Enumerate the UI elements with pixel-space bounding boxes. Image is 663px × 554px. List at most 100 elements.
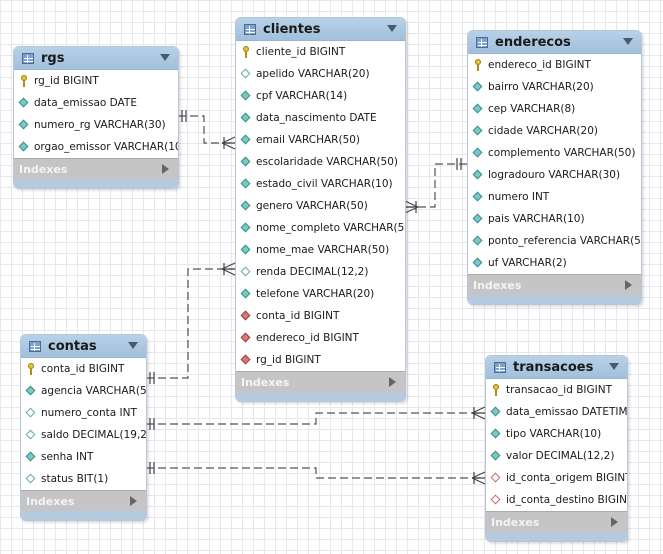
column-row[interactable]: transacao_id BIGINT <box>486 379 627 401</box>
column-row[interactable]: saldo DECIMAL(19,2) <box>21 424 146 446</box>
table-header[interactable]: enderecos <box>468 31 641 54</box>
column-row[interactable]: numero INT <box>468 186 641 208</box>
table-header[interactable]: clientes <box>236 18 405 41</box>
column-row[interactable]: genero VARCHAR(50) <box>236 195 405 217</box>
column-row[interactable]: senha INT <box>21 446 146 468</box>
column-label: ponto_referencia VARCHAR(50) <box>488 235 642 247</box>
column-filled-diamond-icon <box>472 125 484 137</box>
column-row[interactable]: numero_conta INT <box>21 402 146 424</box>
column-row[interactable]: telefone VARCHAR(20) <box>236 283 405 305</box>
column-label: id_conta_destino BIGINT <box>506 494 628 506</box>
column-row[interactable]: rg_id BIGINT <box>14 70 178 92</box>
column-row[interactable]: data_emissao DATETIME <box>486 401 627 423</box>
primary-key-icon <box>240 46 252 58</box>
table-header[interactable]: rgs <box>14 47 178 70</box>
expand-arrow-icon[interactable] <box>611 517 618 527</box>
column-row[interactable]: email VARCHAR(50) <box>236 129 405 151</box>
column-row[interactable]: id_conta_origem BIGINT <box>486 467 627 489</box>
indexes-section[interactable]: Indexes <box>14 158 178 179</box>
column-filled-diamond-icon <box>240 222 252 234</box>
column-row[interactable]: cliente_id BIGINT <box>236 41 405 63</box>
column-label: escolaridade VARCHAR(50) <box>256 156 399 168</box>
indexes-label: Indexes <box>19 162 68 176</box>
table-icon <box>476 36 488 48</box>
column-label: cep VARCHAR(8) <box>488 103 576 115</box>
expand-arrow-icon[interactable] <box>625 280 632 290</box>
column-label: numero_conta INT <box>41 407 137 419</box>
column-row[interactable]: logradouro VARCHAR(30) <box>468 164 641 186</box>
column-label: orgao_emissor VARCHAR(10) <box>34 141 179 153</box>
column-row[interactable]: status BIT(1) <box>21 468 146 490</box>
collapse-arrow-icon[interactable] <box>387 25 397 32</box>
column-row[interactable]: bairro VARCHAR(20) <box>468 76 641 98</box>
column-row[interactable]: conta_id BIGINT <box>236 305 405 327</box>
column-label: renda DECIMAL(12,2) <box>256 266 369 278</box>
column-row[interactable]: escolaridade VARCHAR(50) <box>236 151 405 173</box>
column-row[interactable]: endereco_id BIGINT <box>468 54 641 76</box>
cardinality-one-mark <box>149 462 155 474</box>
table-transacoes[interactable]: transacoes transacao_id BIGINT data_emiss… <box>485 355 628 542</box>
expand-arrow-icon[interactable] <box>162 164 169 174</box>
column-label: valor DECIMAL(12,2) <box>506 450 615 462</box>
table-contas[interactable]: contas conta_id BIGINT agencia VARCHAR(5)… <box>20 334 147 521</box>
table-name: enderecos <box>495 34 571 50</box>
relationship-contas-transacoes-origem <box>146 412 485 425</box>
cardinality-many-mark <box>471 471 486 485</box>
indexes-section[interactable]: Indexes <box>236 371 405 392</box>
expand-arrow-icon[interactable] <box>130 496 137 506</box>
column-row[interactable]: nome_mae VARCHAR(50) <box>236 239 405 261</box>
indexes-section[interactable]: Indexes <box>468 274 641 295</box>
column-row[interactable]: agencia VARCHAR(5) <box>21 380 146 402</box>
table-header[interactable]: transacoes <box>486 356 627 379</box>
cardinality-one-mark <box>149 372 155 384</box>
foreign-key-icon <box>240 310 252 322</box>
column-row[interactable]: estado_civil VARCHAR(10) <box>236 173 405 195</box>
column-row[interactable]: endereco_id BIGINT <box>236 327 405 349</box>
table-name: transacoes <box>513 359 594 375</box>
column-row[interactable]: renda DECIMAL(12,2) <box>236 261 405 283</box>
column-row[interactable]: pais VARCHAR(10) <box>468 208 641 230</box>
indexes-label: Indexes <box>491 515 540 529</box>
column-row[interactable]: apelido VARCHAR(20) <box>236 63 405 85</box>
relationship-contas-clientes <box>146 268 235 379</box>
column-row[interactable]: nome_completo VARCHAR(50) <box>236 217 405 239</box>
column-row[interactable]: data_emissao DATE <box>14 92 178 114</box>
column-row[interactable]: cep VARCHAR(8) <box>468 98 641 120</box>
column-row[interactable]: cidade VARCHAR(20) <box>468 120 641 142</box>
table-header[interactable]: contas <box>21 335 146 358</box>
column-label: senha INT <box>41 451 94 463</box>
column-row[interactable]: tipo VARCHAR(10) <box>486 423 627 445</box>
column-filled-diamond-icon <box>18 97 30 109</box>
column-row[interactable]: cpf VARCHAR(14) <box>236 85 405 107</box>
column-label: nome_mae VARCHAR(50) <box>256 244 390 256</box>
column-label: data_emissao DATETIME <box>506 406 628 418</box>
column-filled-diamond-icon <box>240 156 252 168</box>
column-row[interactable]: id_conta_destino BIGINT <box>486 489 627 511</box>
relationship-contas-transacoes-destino <box>146 467 485 479</box>
expand-arrow-icon[interactable] <box>389 377 396 387</box>
column-label: numero_rg VARCHAR(30) <box>34 119 166 131</box>
indexes-label: Indexes <box>26 494 75 508</box>
column-row[interactable]: conta_id BIGINT <box>21 358 146 380</box>
indexes-section[interactable]: Indexes <box>21 490 146 511</box>
collapse-arrow-icon[interactable] <box>623 38 633 45</box>
collapse-arrow-icon[interactable] <box>160 54 170 61</box>
column-row[interactable]: ponto_referencia VARCHAR(50) <box>468 230 641 252</box>
column-row[interactable]: numero_rg VARCHAR(30) <box>14 114 178 136</box>
column-row[interactable]: complemento VARCHAR(50) <box>468 142 641 164</box>
column-label: uf VARCHAR(2) <box>488 257 567 269</box>
column-row[interactable]: valor DECIMAL(12,2) <box>486 445 627 467</box>
column-row[interactable]: orgao_emissor VARCHAR(10) <box>14 136 178 158</box>
collapse-arrow-icon[interactable] <box>609 363 619 370</box>
column-row[interactable]: data_nascimento DATE <box>236 107 405 129</box>
collapse-arrow-icon[interactable] <box>128 342 138 349</box>
column-row[interactable]: uf VARCHAR(2) <box>468 252 641 274</box>
indexes-section[interactable]: Indexes <box>486 511 627 532</box>
column-label: cpf VARCHAR(14) <box>256 90 348 102</box>
column-label: conta_id BIGINT <box>41 363 125 375</box>
column-row[interactable]: rg_id BIGINT <box>236 349 405 371</box>
